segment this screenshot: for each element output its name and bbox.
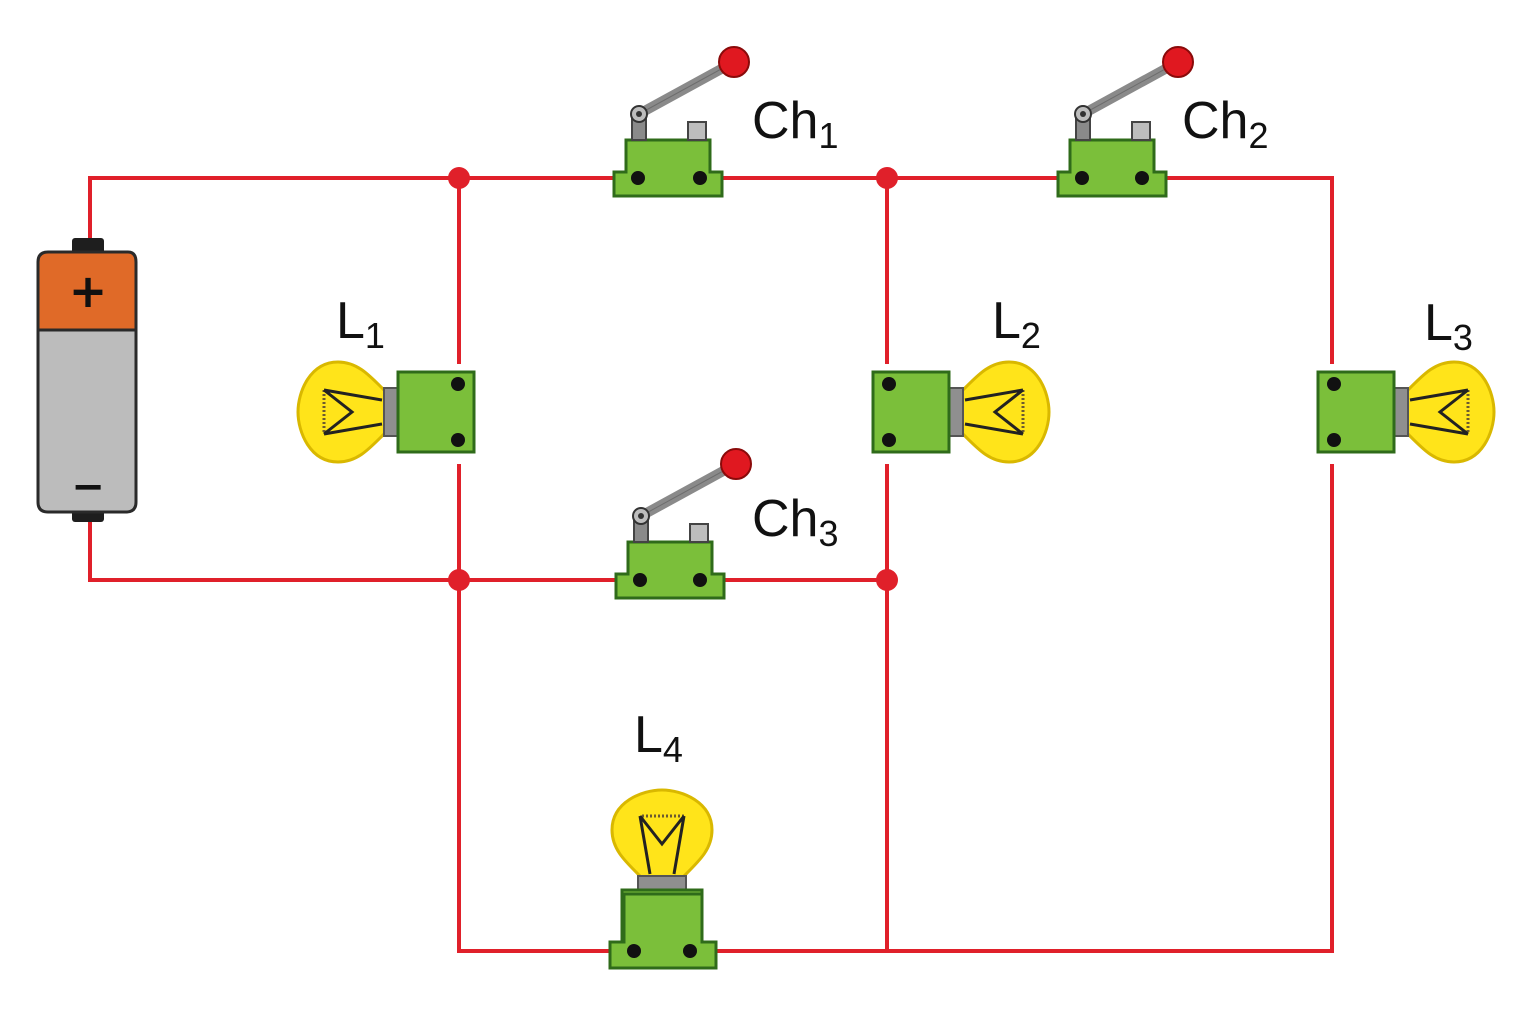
lamp-l3 <box>1316 360 1496 464</box>
terminal <box>631 171 645 185</box>
terminal <box>683 944 697 958</box>
terminal <box>451 377 465 391</box>
terminal <box>693 171 707 185</box>
lamp-label-l2: L2 <box>992 292 1041 356</box>
wire-battery-positive <box>88 176 617 245</box>
lamp-l4-holder <box>608 892 718 970</box>
junction-node <box>448 569 470 591</box>
terminal <box>1327 433 1341 447</box>
wire-battery-negative <box>88 518 619 582</box>
lamp-label-l4: L4 <box>634 706 683 770</box>
battery-negative-sign: − <box>71 464 105 510</box>
battery-positive-sign: + <box>69 264 108 318</box>
junction-node <box>876 569 898 591</box>
terminal <box>1327 377 1341 391</box>
switch-ch3[interactable] <box>616 449 751 598</box>
lamp-l2 <box>871 360 1051 464</box>
terminal <box>693 573 707 587</box>
lamp-label-l3: L3 <box>1424 294 1473 358</box>
terminal <box>451 433 465 447</box>
switch-ch1[interactable] <box>614 47 749 196</box>
switch-ch2[interactable] <box>1058 47 1193 196</box>
junction-node <box>448 167 470 189</box>
switch-label-ch1: Ch1 <box>752 92 839 156</box>
lamp-label-l1: L1 <box>336 292 385 356</box>
switch-label-ch2: Ch2 <box>1182 92 1269 156</box>
junction-nodes <box>448 167 898 591</box>
terminal <box>882 433 896 447</box>
terminal <box>1075 171 1089 185</box>
wires <box>88 176 1334 953</box>
lamp-l1 <box>296 360 476 464</box>
terminal <box>1135 171 1149 185</box>
battery-positive-cap <box>72 238 104 254</box>
terminal <box>882 377 896 391</box>
junction-node <box>876 167 898 189</box>
battery: + − <box>36 238 138 522</box>
terminal <box>627 944 641 958</box>
wire-ch2-to-l3 <box>1164 176 1334 364</box>
switch-label-ch3: Ch3 <box>752 490 839 554</box>
terminal <box>633 573 647 587</box>
